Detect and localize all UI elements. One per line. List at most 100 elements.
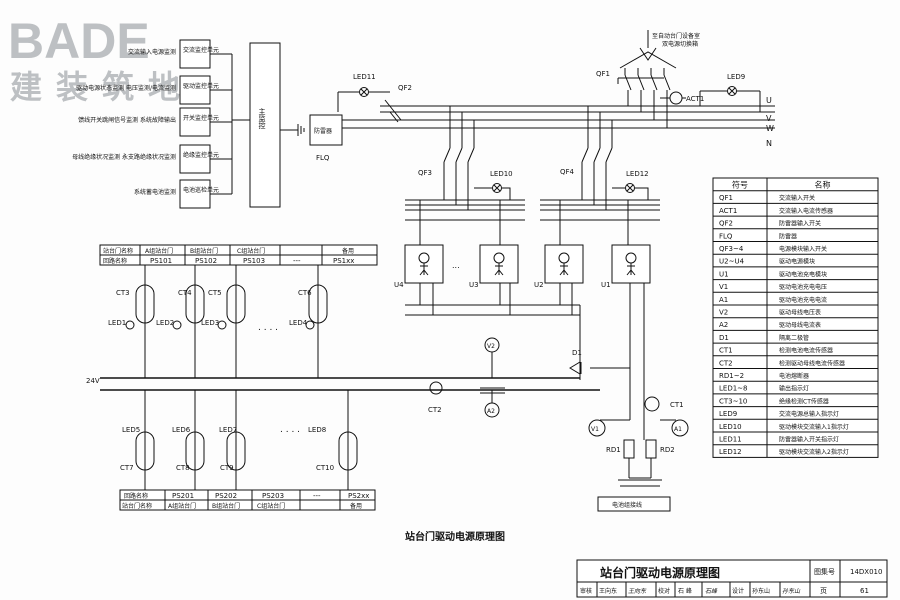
legend-name: 防雷器输入开关: [779, 220, 821, 228]
monitor-box-4: [179, 144, 211, 174]
ct3-label: CT3: [116, 289, 130, 297]
led9-label: LED9: [727, 73, 745, 81]
led9-lamp: [727, 86, 737, 96]
monitor-desc-5: 系统蓄电池监测: [134, 188, 176, 196]
legend-symbol: LED1~8: [719, 385, 748, 393]
bus-v-label: V: [766, 114, 772, 123]
led3-label: LED3: [201, 319, 219, 327]
qf4-label: QF4: [560, 168, 575, 176]
sign-check-label: 校对: [658, 587, 670, 595]
monitor-unit-5: 电池巡检单元: [183, 186, 219, 194]
legend-name: 交流输入开关: [779, 194, 815, 202]
led7-label: LED7: [219, 426, 237, 434]
rd1-fuse: [623, 439, 635, 459]
ct8-label: CT8: [176, 464, 190, 472]
monitor-box-2: [179, 75, 211, 105]
upper-row2-c4: PS103: [243, 257, 265, 265]
u3-label: U3: [469, 281, 479, 289]
ct7-label: CT7: [120, 464, 134, 472]
legend-name: 驱动电源模块: [779, 258, 815, 266]
legend-name: 检测电池电流传感器: [779, 347, 833, 355]
monitor-desc-1: 交流输入电源监测: [128, 48, 176, 56]
sign-review-signature: 王向东: [628, 587, 647, 595]
title-block-title: 站台门驱动电源原理图: [600, 565, 720, 580]
legend-name: 电池熔断器: [779, 372, 809, 380]
upper-branches: CT3 CT4 CT5 CT6 LED1 LED2 LED3 LED4 . . …: [108, 265, 328, 378]
v1-label: V1: [591, 426, 599, 433]
ct1-label: CT1: [670, 401, 684, 409]
qf1-label: QF1: [596, 70, 610, 78]
lower-row2-c6: 备用: [350, 502, 362, 510]
lower-row1-c2: PS201: [172, 492, 194, 500]
legend-name: 驱动模块交流输入2指示灯: [779, 448, 849, 456]
ct5-label: CT5: [208, 289, 222, 297]
legend-name: 检测驱动母线电流传感器: [779, 359, 845, 367]
input-note-1: 至自动台门设备室: [652, 32, 700, 40]
monitor-box-3: [179, 107, 211, 137]
legend-name: 交流输入电流传感器: [779, 207, 833, 215]
a2-label: A2: [487, 408, 495, 415]
bus-n-label: N: [766, 139, 772, 148]
monitor-panel: 交流监控单元 驱动监控单元 开关监控单元 绝缘监控单元 电池巡检单元 交流输入电…: [72, 39, 305, 209]
rd1-label: RD1: [606, 446, 621, 454]
legend-symbol: A1: [719, 296, 728, 304]
watermark-sub: 建装筑地: [10, 69, 194, 105]
upper-row2-c1: 回路名称: [103, 257, 127, 265]
legend-name: 电源模块输入开关: [779, 245, 827, 253]
sign-check-name: 石 峰: [678, 587, 692, 595]
upper-row1-c1: 站台门名称: [103, 247, 133, 255]
upper-row1-c3: B组站台门: [190, 247, 218, 255]
sign-check-signature: 石峰: [705, 587, 718, 595]
lower-row2-c3: B组站台门: [212, 502, 240, 510]
lower-row2-c2: A组站台门: [168, 502, 196, 510]
legend-symbol: FLQ: [719, 232, 733, 240]
legend-symbol: CT2: [719, 359, 733, 367]
legend-symbol: ACT1: [719, 207, 737, 215]
legend-name: 交流电源总输入指示灯: [779, 410, 839, 418]
led6-label: LED6: [172, 426, 191, 434]
legend-symbol: CT3~10: [719, 397, 747, 405]
sign-review-name: 王向东: [599, 587, 617, 595]
legend-symbol: V2: [719, 309, 728, 317]
watermark-brand: BADE: [8, 13, 150, 69]
led5-label: LED5: [122, 426, 140, 434]
legend-name: 输出指示灯: [779, 385, 809, 393]
legend-name: 驱动电池充电电压: [779, 283, 827, 291]
legend-header-symbol: 符号: [732, 180, 748, 190]
arrester-label: 防雷器: [314, 127, 332, 135]
qf3-label: QF3: [418, 169, 432, 177]
bus-w-label: W: [766, 124, 774, 133]
ac-input-section: 至自动台门设备室 双电源切换箱 QF1 ACT1 LED9 U V W N: [340, 30, 775, 148]
main-controller-box: [249, 42, 281, 208]
qf2-label: QF2: [398, 84, 412, 92]
led11-label: LED11: [353, 73, 376, 81]
monitor-unit-1: 交流监控单元: [183, 46, 219, 54]
upper-row1-c6: 备用: [342, 247, 354, 255]
arrester-section: LED11 QF2 防雷器 FLQ: [309, 73, 412, 162]
u2-label: U2: [534, 281, 544, 289]
ct6-label: CT6: [298, 289, 312, 297]
rd2-fuse: [645, 439, 657, 459]
monitor-box-5: [179, 179, 211, 209]
v2-label: V2: [487, 343, 495, 350]
lower-row1-c4: PS203: [262, 492, 284, 500]
upper-row2-c6: PS1xx: [333, 257, 354, 265]
ct2-sensor: [429, 381, 443, 395]
input-note-2: 双电源切换箱: [662, 40, 698, 48]
page-label: 页: [820, 587, 827, 595]
upper-row2-c3: PS102: [195, 257, 217, 265]
legend-symbol: CT1: [719, 347, 733, 355]
title-block: 站台门驱动电源原理图 图集号 14DX010 页 61 审核 王向东 王向东 校…: [576, 559, 888, 598]
upper-row1-c2: A组站台门: [145, 247, 173, 255]
led1-label: LED1: [108, 319, 126, 327]
sign-review-label: 审核: [580, 587, 592, 595]
module-breakers: QF3 LED10 QF4 LED12: [405, 106, 660, 245]
legend-symbol: LED11: [719, 436, 742, 444]
modules-ellipsis: ...: [452, 261, 460, 270]
d1-label: D1: [572, 349, 582, 357]
lower-row1-c6: PS2xx: [348, 492, 369, 500]
monitor-unit-3: 开关监控单元: [183, 114, 219, 122]
